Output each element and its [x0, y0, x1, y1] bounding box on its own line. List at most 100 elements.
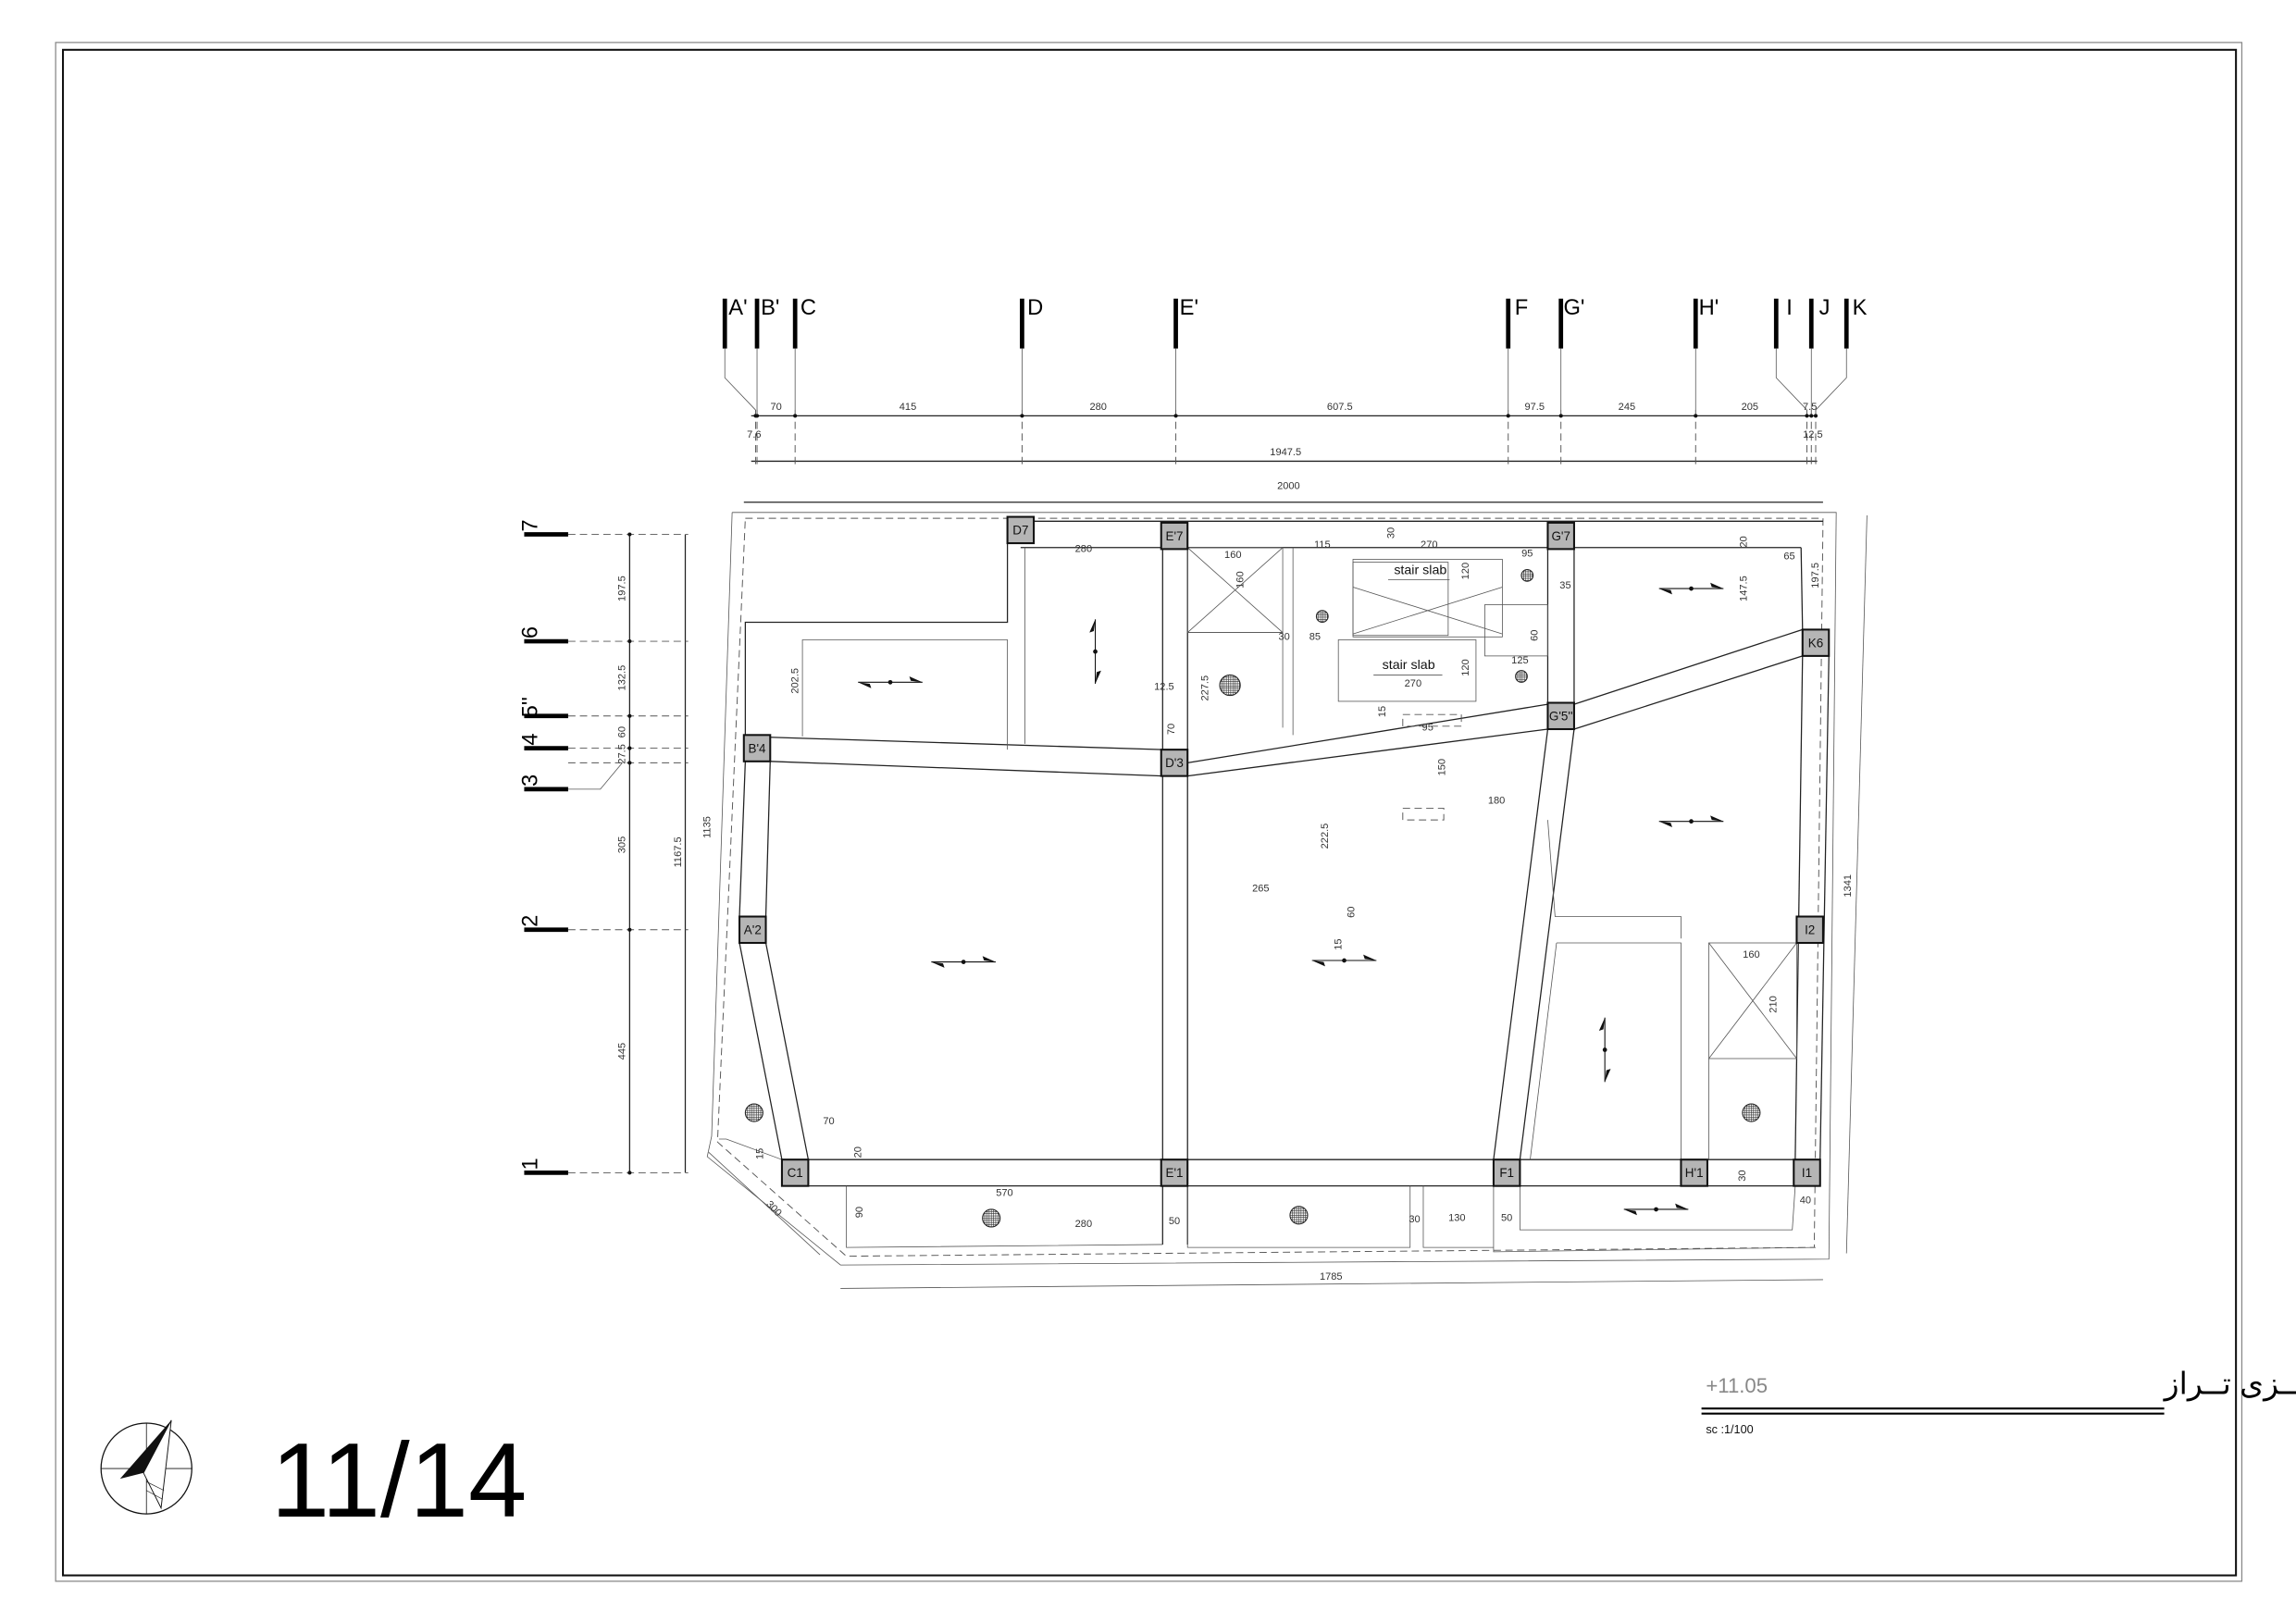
column-spacing-label: 280: [1089, 402, 1106, 413]
dimension-label: 1341: [1843, 874, 1854, 898]
dimension-label: 160: [1743, 949, 1759, 960]
column-H'1: [1680, 1158, 1708, 1187]
grid-row-label-3: 3: [519, 774, 543, 787]
grid-column-label-D: D: [1027, 296, 1043, 320]
column-E'7: [1160, 521, 1189, 551]
column-C1: [780, 1158, 810, 1187]
overall-width-label: 2000: [1277, 481, 1300, 492]
grid-column-label-B': B': [761, 296, 779, 320]
dimension-tick: [754, 414, 760, 418]
slab-arrow-icon: [1658, 582, 1724, 595]
column-spacing-label: 245: [1619, 402, 1635, 413]
grid-column-label-G': G': [1563, 296, 1584, 320]
dimension-label: 180: [1488, 796, 1505, 807]
dimension-tick: [627, 713, 632, 718]
column-spacing-label: 607.5: [1327, 402, 1353, 413]
column-spacing-label: 97.5: [1524, 402, 1545, 413]
dimension-label: 15: [754, 1148, 765, 1159]
column-label: I1: [1802, 1166, 1812, 1180]
outer-frame: [55, 42, 2243, 1582]
dimension-label: 222.5: [1320, 824, 1331, 849]
dimension-label: 40: [1800, 1196, 1811, 1207]
column-I1: [1793, 1158, 1821, 1187]
dimension-label: 95: [1521, 548, 1533, 559]
dimension-label: 1135: [701, 816, 713, 838]
column-E'1: [1160, 1158, 1189, 1187]
drain-icon: [1515, 670, 1528, 683]
dimension-label: 20: [1739, 536, 1750, 547]
dimension-label: 85: [1309, 631, 1321, 642]
column-label: E'1: [1165, 1166, 1183, 1180]
grid-column-leader: [1775, 348, 1807, 411]
slab-direction-arrows: [858, 582, 1724, 1216]
dimension-label: 227.5: [1199, 675, 1210, 701]
column-I2: [1795, 915, 1824, 945]
dimension-label: 270: [1405, 678, 1421, 689]
dimension-label: 15: [1377, 706, 1388, 717]
grid-row-label-2: 2: [519, 915, 543, 927]
column-label: G'7: [1551, 529, 1570, 543]
column-spacing-label: 7.5: [1803, 402, 1817, 413]
row-spacing-label: 445: [617, 1043, 628, 1059]
column-K6: [1801, 628, 1831, 657]
dimension-tick: [1813, 414, 1818, 418]
dimension-tick: [627, 1171, 632, 1175]
dimension-label: 570: [996, 1188, 1012, 1199]
offset-right-label: 12.5: [1803, 429, 1823, 440]
dimension-label: 120: [1460, 659, 1471, 675]
column-A'2: [738, 915, 767, 945]
stair-slab-label-upper: stair slab: [1394, 563, 1446, 577]
dimension-tick: [627, 639, 632, 644]
dimension-label: 90: [854, 1207, 865, 1218]
dimension-label: 265: [1252, 884, 1269, 895]
dimension-tick: [1809, 414, 1814, 418]
grid-column-label-E': E': [1180, 296, 1198, 320]
grid-column-label-F: F: [1515, 296, 1529, 320]
sheet-title: پــلان تــیر ریــزی تــراز: [2163, 1367, 2296, 1402]
dimension-tick: [1694, 414, 1698, 418]
grid-row-label-7: 7: [519, 519, 543, 531]
grid-row-label-6: 6: [519, 626, 543, 638]
column-label: D7: [1012, 524, 1028, 538]
dimension-label: 60: [1347, 907, 1358, 918]
dimension-label: 120: [1460, 563, 1471, 579]
dimension-label: 280: [1075, 544, 1092, 555]
grid-column-label-C: C: [800, 296, 816, 320]
dimension-label: 210: [1768, 996, 1779, 1012]
north-arrow-icon: [100, 1419, 192, 1515]
dimension-tick: [1020, 414, 1024, 418]
slab-arrow-icon: [931, 956, 996, 968]
dimension-label: 197.5: [1810, 563, 1821, 588]
row-total-label: 1167.5: [673, 836, 684, 867]
row-spacing-label: 60: [617, 726, 628, 737]
slab-arrow-icon: [1311, 954, 1377, 967]
column-label: H'1: [1685, 1166, 1704, 1180]
dimension-tick: [1506, 414, 1510, 418]
column-spacing-label: 205: [1742, 402, 1758, 413]
level-label: +11.05: [1706, 1374, 1768, 1397]
column-label: F1: [1499, 1166, 1514, 1180]
dimension-label: 270: [1421, 539, 1437, 551]
dimension-tick: [1805, 414, 1809, 418]
row-spacing-label: 305: [617, 836, 628, 853]
dimension-label: 150: [1437, 759, 1448, 775]
grid-column-label-J: J: [1819, 296, 1831, 320]
dimension-label: 30: [1385, 527, 1396, 539]
dimension-tick: [627, 746, 632, 750]
column-spacing-label: 70: [770, 402, 781, 413]
column-label: G'5'': [1549, 710, 1573, 724]
slab-arrow-icon: [1623, 1203, 1689, 1216]
dimension-label: 30: [1409, 1214, 1420, 1225]
dimension-tick: [1173, 414, 1178, 418]
dimension-tick: [627, 532, 632, 537]
dimension-label: 95: [1422, 723, 1433, 734]
dimension-label: 130: [1448, 1213, 1465, 1224]
dimension-label: 30: [1737, 1170, 1748, 1181]
dimension-tick: [627, 927, 632, 932]
column-G'7: [1546, 521, 1575, 551]
